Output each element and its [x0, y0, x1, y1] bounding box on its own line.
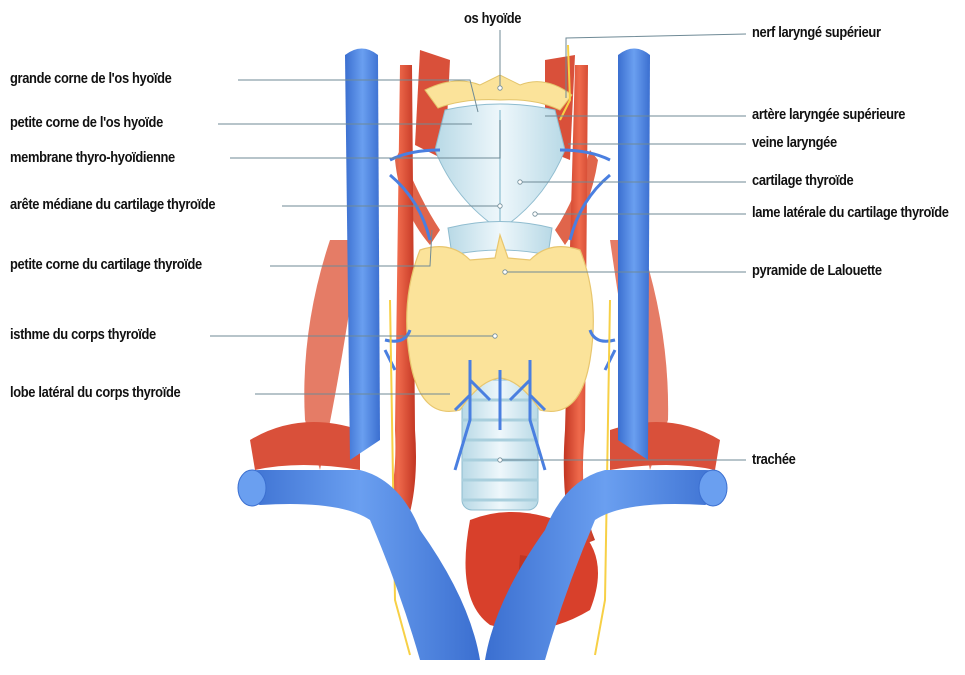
label-arete-mediane: arête médiane du cartilage thyroïde [10, 196, 215, 214]
label-artere-laryngee: artère laryngée supérieure [752, 106, 905, 124]
label-os-hyoide: os hyoïde [464, 10, 521, 28]
label-nerf-larynge-superieur: nerf laryngé supérieur [752, 24, 881, 42]
label-grande-corne: grande corne de l'os hyoïde [10, 70, 172, 88]
label-cartilage-thyroide: cartilage thyroïde [752, 172, 853, 190]
label-pyramide: pyramide de Lalouette [752, 262, 882, 280]
label-membrane: membrane thyro-hyoïdienne [10, 149, 175, 167]
label-trachee: trachée [752, 451, 795, 469]
label-veine-laryngee: veine laryngée [752, 134, 837, 152]
label-petite-corne-cartilage: petite corne du cartilage thyroïde [10, 256, 202, 274]
label-lame-laterale: lame latérale du cartilage thyroïde [752, 204, 958, 221]
label-isthme: isthme du corps thyroïde [10, 326, 156, 344]
label-lobe-lateral: lobe latéral du corps thyroïde [10, 384, 180, 402]
label-petite-corne-hyoide: petite corne de l'os hyoïde [10, 114, 163, 132]
